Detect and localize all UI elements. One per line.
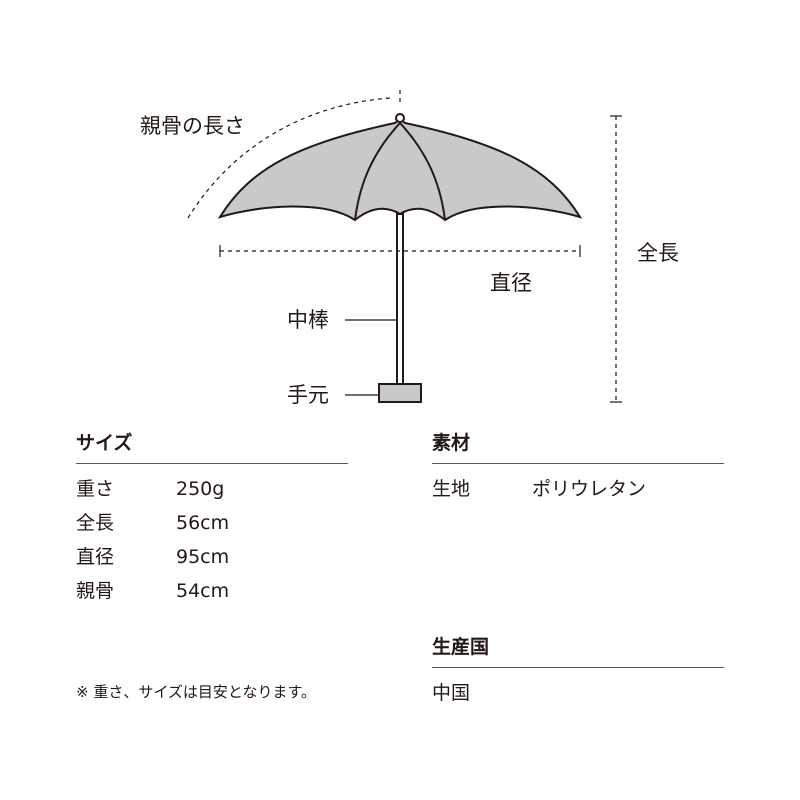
canopy-rib-right [399,122,446,221]
size-section: サイズ 重さ 250g 全長 56cm 直径 95cm 親骨 54cm [76,428,348,608]
umbrella-shaft [396,213,404,385]
origin-title: 生産国 [432,632,724,668]
spec-key: 親骨 [76,580,115,602]
spec-row: 全長 56cm [76,506,348,540]
umbrella-diagram: 親骨の長さ 全長 直径 中棒 手元 [140,90,679,407]
origin-section: 生産国 中国 [432,632,724,710]
spec-key: 生地 [432,478,471,500]
size-note: ※ 重さ、サイズは目安となります。 [76,683,316,701]
canopy-rib-left [354,122,401,221]
rib-length-arc [187,97,391,219]
spec-value: 250g [176,478,225,500]
diameter-label: 直径 [490,271,532,295]
spec-key: 直径 [76,546,115,568]
spec-value: ポリウレタン [532,478,647,500]
origin-value: 中国 [432,682,471,704]
umbrella-canopy [217,119,583,222]
shaft-label: 中棒 [287,308,329,332]
spec-row: 親骨 54cm [76,574,348,608]
umbrella-tip [395,113,405,123]
spec-row: 直径 95cm [76,540,348,574]
spec-value: 95cm [176,546,230,568]
spec-key: 全長 [76,512,115,534]
spec-value: 54cm [176,580,230,602]
handle-label: 手元 [287,383,329,407]
spec-row: 生地 ポリウレタン [432,472,724,506]
material-title: 素材 [432,428,724,464]
spec-key: 重さ [76,478,115,500]
size-title: サイズ [76,428,348,464]
spec-value: 56cm [176,512,230,534]
material-section: 素材 生地 ポリウレタン [432,428,724,506]
rib-length-label: 親骨の長さ [140,114,245,138]
umbrella-handle [378,383,422,403]
spec-row: 重さ 250g [76,472,348,506]
total-length-label: 全長 [637,241,679,265]
